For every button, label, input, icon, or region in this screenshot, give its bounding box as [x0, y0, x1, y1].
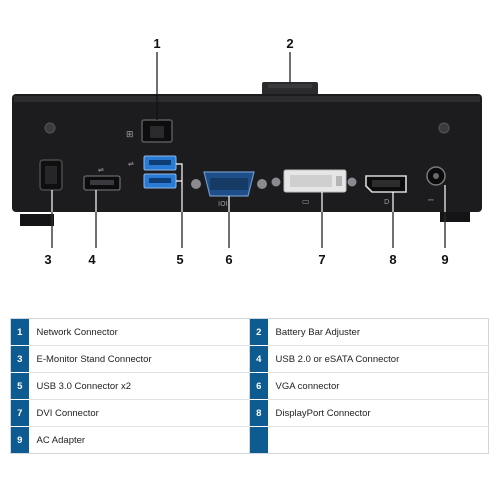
legend-label: Battery Bar Adjuster: [267, 318, 489, 346]
usb-icon: ⇌: [98, 166, 104, 174]
legend-row: 3 E-Monitor Stand Connector 4 USB 2.0 or…: [10, 345, 489, 373]
dvi-monitor-icon: ▭: [302, 197, 310, 206]
screw-icon: [44, 122, 56, 134]
dock-body: [12, 94, 482, 212]
usb3-connectors: ⇌: [128, 155, 177, 189]
legend-row: 5 USB 3.0 Connector x2 6 VGA connector: [10, 372, 489, 400]
vga-icon: IOI: [218, 200, 228, 208]
callout-2: 2: [286, 36, 294, 51]
legend-number: 5: [10, 372, 29, 400]
callout-8: 8: [389, 252, 397, 267]
legend-number: 8: [249, 399, 268, 427]
dvi-connector: ▭: [271, 169, 357, 206]
legend-label: DisplayPort Connector: [267, 399, 489, 427]
legend-label: [268, 427, 489, 454]
callout-6: 6: [225, 252, 233, 267]
legend-number: 2: [249, 318, 268, 346]
callout-1: 1: [153, 36, 161, 51]
leader-lines: [51, 52, 446, 248]
displayport-icon: D: [384, 198, 389, 206]
legend-number: 6: [249, 372, 268, 400]
e-monitor-stand-connector: [39, 159, 63, 191]
legend-number: 3: [10, 345, 29, 373]
legend-number: [249, 426, 268, 454]
legend-label: USB 3.0 Connector x2: [28, 372, 250, 400]
power-icon: ⎓: [428, 196, 434, 204]
legend-row: 9 AC Adapter: [10, 426, 489, 454]
connector-legend: 1 Network Connector 2 Battery Bar Adjust…: [10, 318, 489, 454]
legend-label: E-Monitor Stand Connector: [28, 345, 250, 373]
vga-connector: IOI: [191, 171, 267, 208]
legend-label: AC Adapter: [36, 434, 86, 446]
legend-number: 1: [10, 318, 29, 346]
legend-number: 7: [10, 399, 29, 427]
callout-7: 7: [318, 252, 326, 267]
legend-label: Network Connector: [28, 318, 250, 346]
network-icon: ⊞: [126, 130, 134, 140]
legend-label: USB 2.0 or eSATA Connector: [267, 345, 489, 373]
legend-row: 7 DVI Connector 8 DisplayPort Connector: [10, 399, 489, 427]
callout-3: 3: [44, 252, 52, 267]
usb-esata-connector: ⇌: [83, 166, 121, 191]
legend-label: DVI Connector: [28, 399, 250, 427]
legend-number: 4: [249, 345, 268, 373]
usb-icon: ⇌: [128, 160, 134, 168]
legend-row: 1 Network Connector 2 Battery Bar Adjust…: [10, 318, 489, 346]
ac-adapter-connector: ⎓: [426, 166, 446, 204]
dock-illustration: ⊞ ⇌ ⇌ IOI ▭ D: [12, 52, 482, 248]
legend-label: VGA connector: [267, 372, 489, 400]
callout-4: 4: [88, 252, 96, 267]
displayport-connector: D: [365, 175, 407, 206]
callout-9: 9: [441, 252, 449, 267]
legend-number: 9: [10, 426, 29, 454]
callout-5: 5: [176, 252, 184, 267]
screw-icon: [438, 122, 450, 134]
